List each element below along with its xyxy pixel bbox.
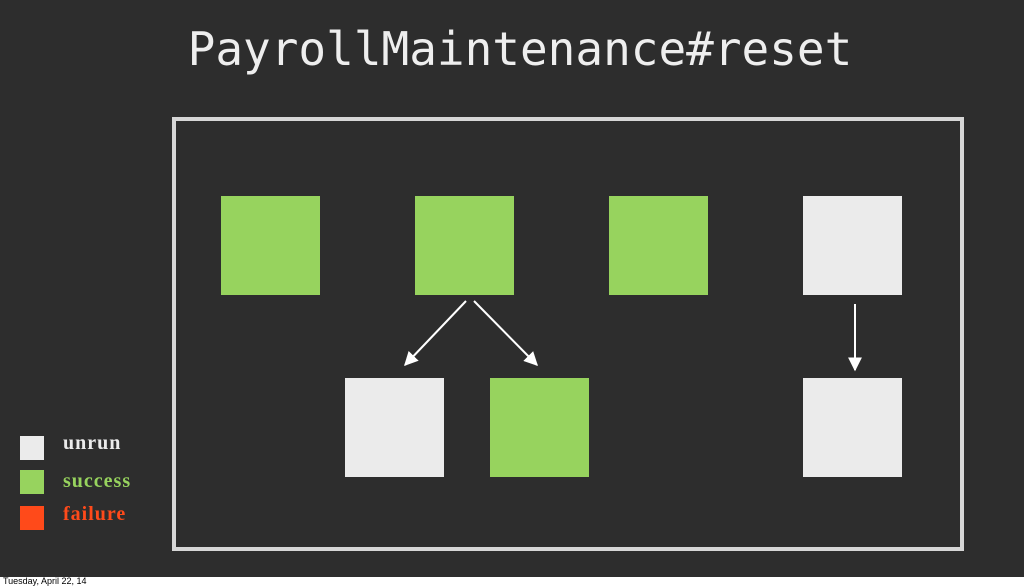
node-unrun	[345, 378, 444, 477]
node-success	[221, 196, 320, 295]
slide-title: PayrollMaintenance#reset	[187, 22, 853, 76]
legend-label-success: success	[63, 470, 132, 492]
node-success	[609, 196, 708, 295]
node-success	[415, 196, 514, 295]
legend-label-failure: failure	[63, 503, 127, 525]
node-unrun	[803, 196, 902, 295]
node-success	[490, 378, 589, 477]
diagram-frame	[172, 117, 964, 551]
node-unrun	[803, 378, 902, 477]
legend-swatch-unrun	[20, 436, 44, 460]
footer-date: Tuesday, April 22, 14	[3, 576, 87, 586]
edge-arrow	[473, 300, 538, 366]
legend-label-unrun: unrun	[63, 432, 122, 454]
edge-arrow	[404, 300, 467, 367]
legend-swatch-success	[20, 470, 44, 494]
legend-swatch-failure	[20, 506, 44, 530]
